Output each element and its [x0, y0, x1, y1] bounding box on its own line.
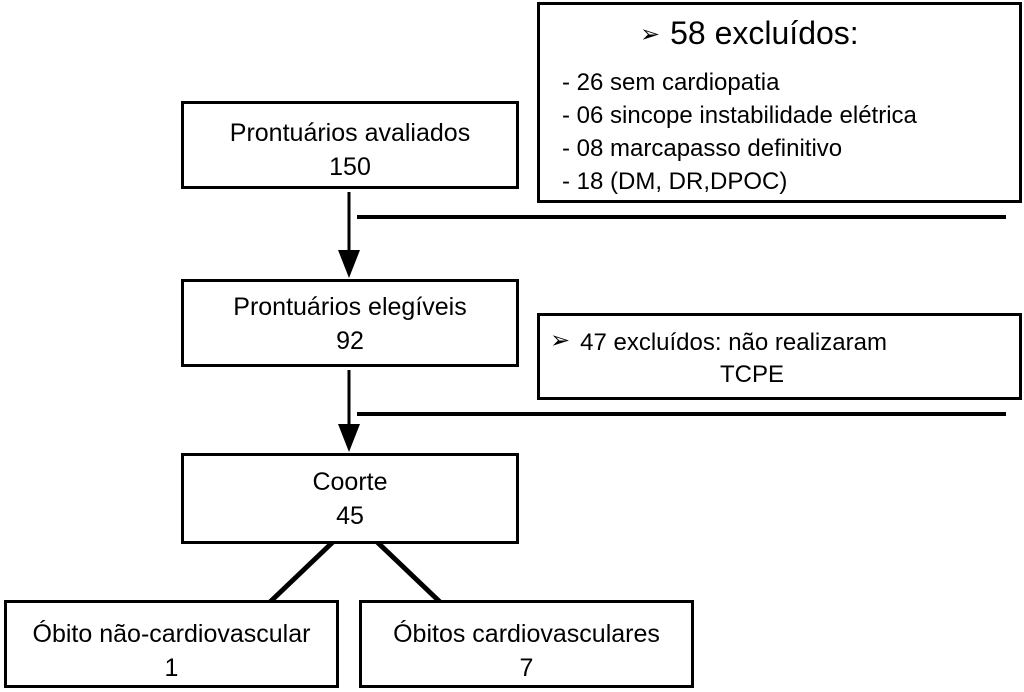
box-coorte: Coorte 45 — [181, 453, 519, 544]
list-item: - 06 sincope instabilidade elétrica — [562, 102, 917, 129]
box-obitos-cardiovasculares: Óbitos cardiovasculares 7 — [359, 600, 694, 688]
box-obito-nao-cardiovascular: Óbito não-cardiovascular 1 — [4, 600, 339, 688]
box-label: Óbitos cardiovasculares — [393, 620, 660, 648]
exclusions-58-title: ➢ 58 excluídos: — [640, 13, 859, 55]
exclusions-58-list: - 26 sem cardiopatia - 06 sincope instab… — [562, 66, 917, 198]
list-item: - 26 sem cardiopatia — [562, 69, 780, 96]
list-item: - 18 (DM, DR,DPOC) — [562, 168, 788, 195]
exclusions-47-line2: TCPE — [720, 361, 785, 388]
arrowhead-1 — [338, 250, 360, 278]
arrow-bullet-icon: ➢ — [640, 21, 661, 48]
exclusions-58-title-text: 58 excluídos: — [670, 15, 859, 51]
list-item: - 08 marcapasso definitivo — [562, 135, 843, 162]
box-value: 1 — [164, 654, 179, 682]
box-prontuarios-elegiveis: Prontuários elegíveis 92 — [181, 279, 519, 367]
box-label: Prontuários avaliados — [229, 119, 471, 147]
box-prontuarios-avaliados: Prontuários avaliados 150 — [181, 101, 519, 189]
arrow-bullet-icon: ➢ — [550, 327, 571, 354]
box-value: 45 — [336, 502, 364, 530]
exclusions-47-line1: ➢ 47 excluídos: não realizaram — [550, 326, 887, 358]
exclusions-47-line1-text: 47 excluídos: não realizaram — [580, 329, 887, 356]
box-label: Óbito não-cardiovascular — [32, 620, 311, 648]
branch-to-obito-cv — [373, 538, 442, 604]
box-value: 92 — [336, 327, 364, 355]
box-value: 150 — [329, 153, 371, 181]
arrowhead-2 — [338, 424, 360, 452]
box-label: Prontuários elegíveis — [233, 293, 467, 321]
exclusions-box-58: ➢ 58 excluídos: - 26 sem cardiopatia - 06… — [537, 2, 1022, 203]
box-value: 7 — [519, 654, 534, 682]
exclusions-box-47: ➢ 47 excluídos: não realizaram TCPE — [537, 313, 1022, 400]
box-label: Coorte — [312, 468, 388, 496]
branch-to-obito-nc — [268, 538, 337, 604]
